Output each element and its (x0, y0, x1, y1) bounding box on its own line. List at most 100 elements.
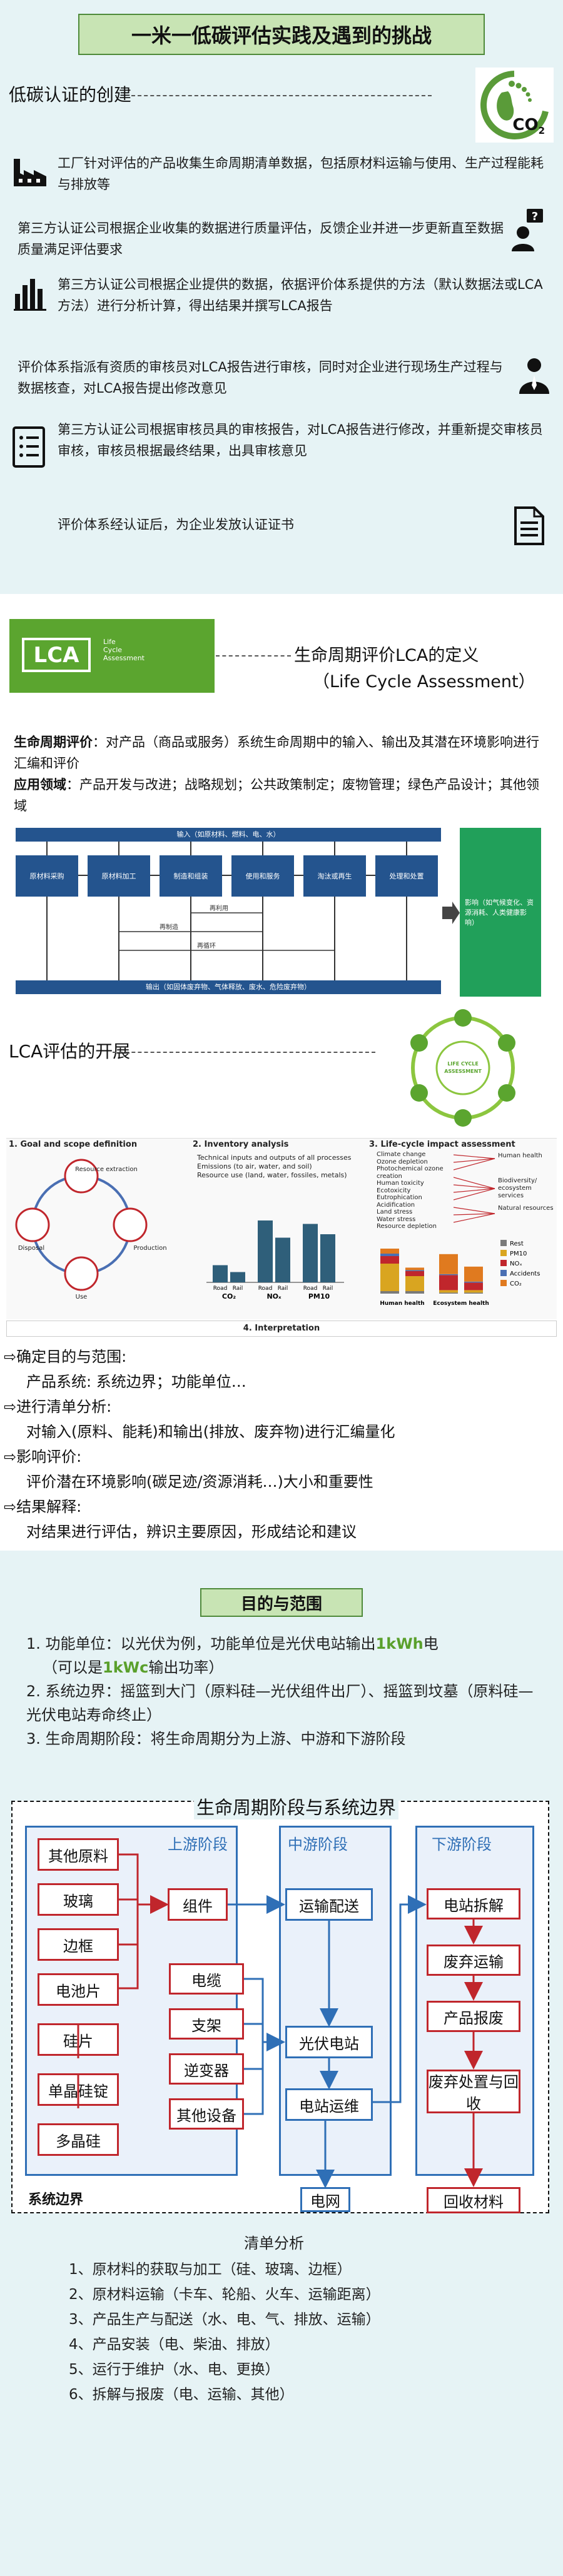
lca-logo-subtext: Life Cycle Assessment (103, 638, 145, 662)
panel2-bar-label: Road (303, 1285, 318, 1292)
panel2-bar (258, 1220, 273, 1282)
heading-divider (131, 95, 432, 96)
creation-heading: 低碳认证的创建 (9, 84, 132, 105)
upstream-item: 多晶硅 (38, 2123, 119, 2156)
midstream-item: 其他设备 (169, 2098, 244, 2130)
panel3-bar-segment (380, 1254, 399, 1256)
svg-text:?: ? (532, 210, 538, 223)
midstream-title: 中游阶段 (288, 1836, 348, 1853)
panel3-bar-segment (464, 1282, 483, 1291)
interpretation-bar: 4. Interpretation (6, 1321, 557, 1337)
flow-small-label: 再利用 (210, 905, 228, 912)
panel3-legend-label: PM10 (510, 1250, 527, 1257)
development-divider (113, 1052, 375, 1053)
upstream-item: 玻璃 (38, 1883, 119, 1916)
panel1-node: Production (133, 1245, 166, 1252)
svg-text:ASSESSMENT: ASSESSMENT (444, 1069, 482, 1074)
midstream-item: 电缆 (169, 1963, 244, 1995)
flow-small-label: 再制造 (160, 923, 178, 931)
flow-impact-box: 影响（如气候变化、资源消耗、人类健康影响） (460, 828, 541, 997)
transport-box: 运输配送 (285, 1888, 373, 1921)
panel2-bar (275, 1237, 290, 1282)
factory-icon (14, 159, 46, 186)
panel3-bar-segment (380, 1256, 399, 1264)
flow-stage: 淘汰或再生 (303, 855, 366, 897)
panel1-node: Disposal (18, 1245, 44, 1252)
definition-divider (216, 655, 291, 657)
panel2-bar (303, 1224, 318, 1282)
panel3-legend-label: Accidents (510, 1270, 540, 1277)
panel3-legend-swatch (500, 1280, 507, 1286)
flow-small-label: 再循环 (197, 942, 216, 950)
panel2-bar-label: Road (258, 1285, 273, 1292)
downstream-item: 产品报废 (427, 2001, 520, 2032)
panel3-bar-segment (464, 1292, 483, 1294)
downstream-item: 废弃运输 (427, 1945, 520, 1976)
panel3-bar-segment (380, 1291, 399, 1294)
midstream-item: 支架 (169, 2008, 244, 2040)
panel2-bar (213, 1265, 228, 1282)
purpose-title: 目的与范围 (200, 1588, 363, 1617)
inventory-item: 6、拆解与报废（电、运输、其他） (69, 2387, 294, 2403)
panel2-bar-label: Rail (278, 1285, 288, 1292)
panel3-legend-label: Rest (510, 1240, 524, 1247)
definition-subtitle: （Life Cycle Assessment） (313, 672, 535, 692)
creation-section (0, 0, 563, 594)
impact-arrow (442, 902, 460, 924)
document-icon (514, 506, 544, 545)
lca-steps: ⇨确定目的与范围: 产品系统: 系统边界；功能单位… ⇨进行清单分析: 对输入(… (4, 1348, 395, 1541)
panel1-node: Resource extraction (75, 1166, 138, 1173)
creation-step-1: 工厂针对评估的产品收集生命周期清单数据，包括原材料运输与使用、生产过程能耗与排放… (58, 156, 544, 192)
inventory-item: 4、产品安装（电、柴油、排放） (69, 2337, 280, 2353)
lca-circle-icon: LIFE CYCLE ASSESSMENT (410, 1009, 515, 1127)
panel3-bar-segment (405, 1270, 424, 1271)
system-boundary-label: 系统边界 (28, 2192, 84, 2208)
upstream-title: 上游阶段 (168, 1836, 228, 1853)
panel3-group-label: Ecosystem health (433, 1301, 489, 1307)
definition-title: 生命周期评价LCA的定义 (294, 646, 479, 665)
auditor-icon (519, 358, 549, 394)
flow-stage: 使用和服务 (231, 855, 294, 897)
downstream-title: 下游阶段 (432, 1836, 492, 1853)
co2-label: CO2 (512, 115, 545, 136)
flow-stage: 处理和处置 (375, 855, 438, 897)
panel3-bar-segment (439, 1292, 458, 1294)
panel3-bar-segment (464, 1266, 483, 1282)
component-box: 组件 (168, 1888, 228, 1921)
panel1-title: 1. Goal and scope definition (9, 1140, 138, 1149)
panel3-bar-segment (405, 1267, 424, 1270)
panel3-bar-segment (439, 1275, 458, 1291)
panel2-bar-label: Road (213, 1285, 228, 1292)
panel3-legend-swatch (500, 1270, 507, 1276)
lifecycle-flow-diagram: 输入（如原材料、燃料、电、水） 原材料采购 原材料加工 制造和组装 使用和服务 … (9, 825, 550, 1013)
downstream-item: 废弃处置与回收 (427, 2070, 520, 2113)
panel3-endpoints: Human health Biodiversity/ ecosystem ser… (498, 1152, 554, 1212)
banner-title: 一米一低碳评估实践及遇到的挑战 (78, 14, 485, 55)
recycle-box: 回收材料 (427, 2187, 520, 2213)
panel3-bar-segment (380, 1249, 399, 1254)
panel2-group-label: CO₂ (222, 1292, 236, 1301)
panel3-bar-segment (464, 1290, 483, 1293)
flow-input-bar: 输入（如原材料、燃料、电、水） (16, 828, 441, 842)
lca-logo-text: LCA (22, 638, 91, 672)
panel3-legend-swatch (500, 1260, 507, 1266)
inventory-item: 2、原材料运输（卡车、轮船、火车、运输距离） (69, 2287, 380, 2303)
midstream-item: 逆变器 (169, 2053, 244, 2085)
panel3-bar-segment (439, 1274, 458, 1275)
creation-step-5: 第三方认证公司根据审核员具的审核报告，对LCA报告进行修改，并重新提交审核员审核… (58, 422, 543, 458)
creation-step-3: 第三方认证公司根据企业提供的数据，依据评价体系提供的方法（默认数据法或LCA方法… (58, 277, 543, 313)
panel3-legend-swatch (500, 1250, 507, 1256)
panel3-bar-segment (405, 1291, 424, 1294)
panel2-bar (230, 1272, 245, 1282)
footprint-icon (480, 71, 549, 139)
panel3-group-label: Human health (380, 1301, 424, 1307)
panel1-cycle: Resource extraction Production Use Dispo… (15, 1159, 167, 1301)
purpose-list: 1. 功能单位：以光伏为例，功能单位是光伏电站输出1kWh电 （可以是1kWc输… (26, 1635, 534, 1748)
upstream-item: 电池片 (38, 1973, 119, 2006)
panel3-bar-segment (464, 1281, 483, 1283)
checklist-icon (13, 426, 45, 468)
system-arrows (77, 1853, 483, 2188)
